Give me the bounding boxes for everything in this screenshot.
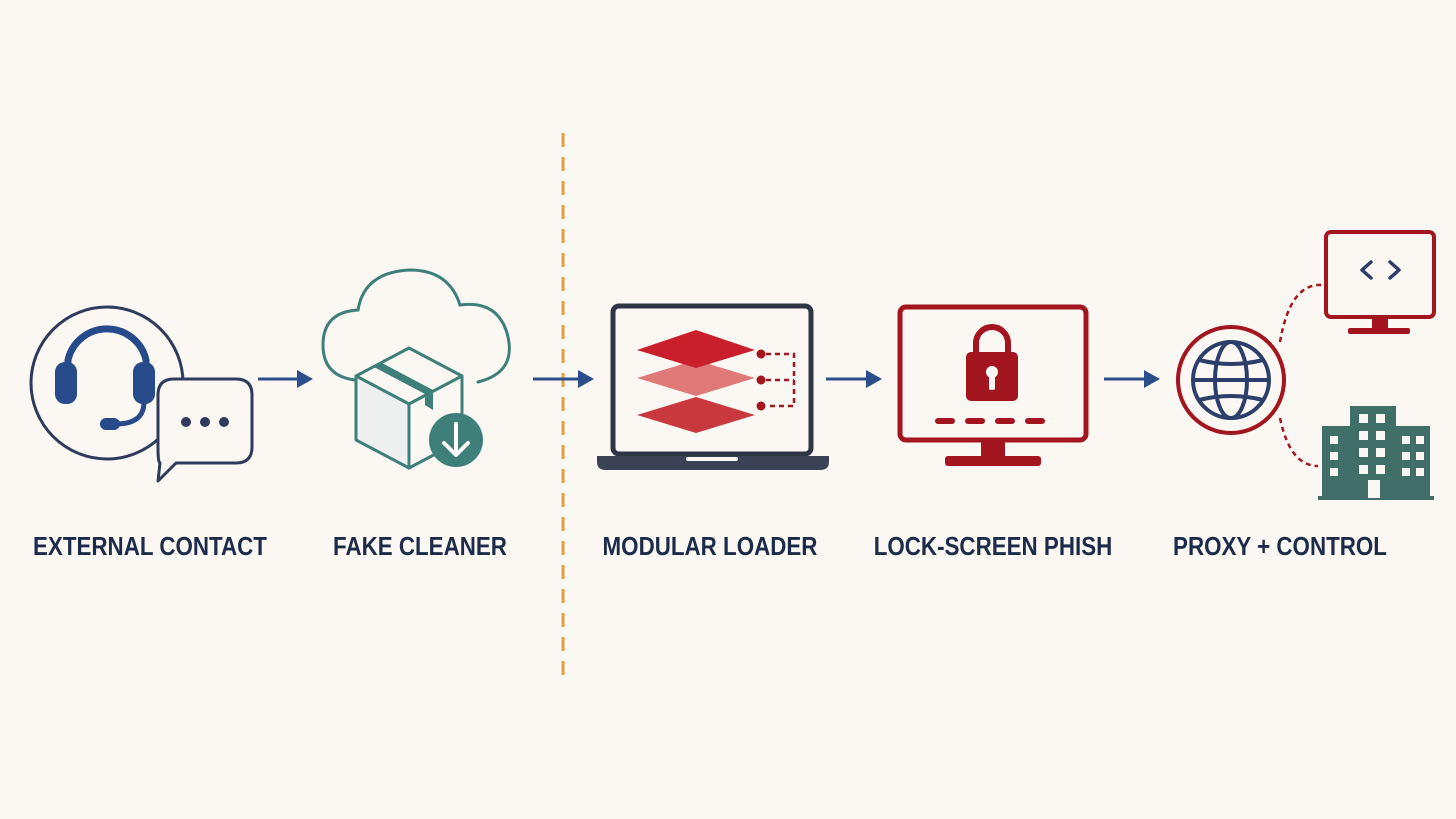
stage-label-fake-cleaner: FAKE CLEANER [333,530,507,561]
stage-label-external-contact: EXTERNAL CONTACT [33,530,267,561]
flow-arrow-3 [826,370,882,388]
cloud-package-download-icon [321,268,511,470]
flow-arrow-4 [1104,370,1160,388]
laptop-layers-icon [597,303,829,470]
stage-label-lock-screen-phish: LOCK-SCREEN PHISH [873,530,1113,561]
flow-arrow-1 [258,370,313,388]
globe-proxy-icon [1176,325,1286,435]
flow-arrow-2 [533,370,594,388]
code-monitor-icon [1324,230,1436,334]
headset-chat-icon [29,305,254,483]
proxy-connector-top [1278,283,1323,343]
stage-label-proxy-control: PROXY + CONTROL [1173,530,1387,561]
monitor-lock-icon [897,304,1089,466]
stage-label-modular-loader: MODULAR LOADER [602,530,818,561]
office-building-icon [1318,406,1434,500]
proxy-connector-bottom [1278,417,1319,468]
